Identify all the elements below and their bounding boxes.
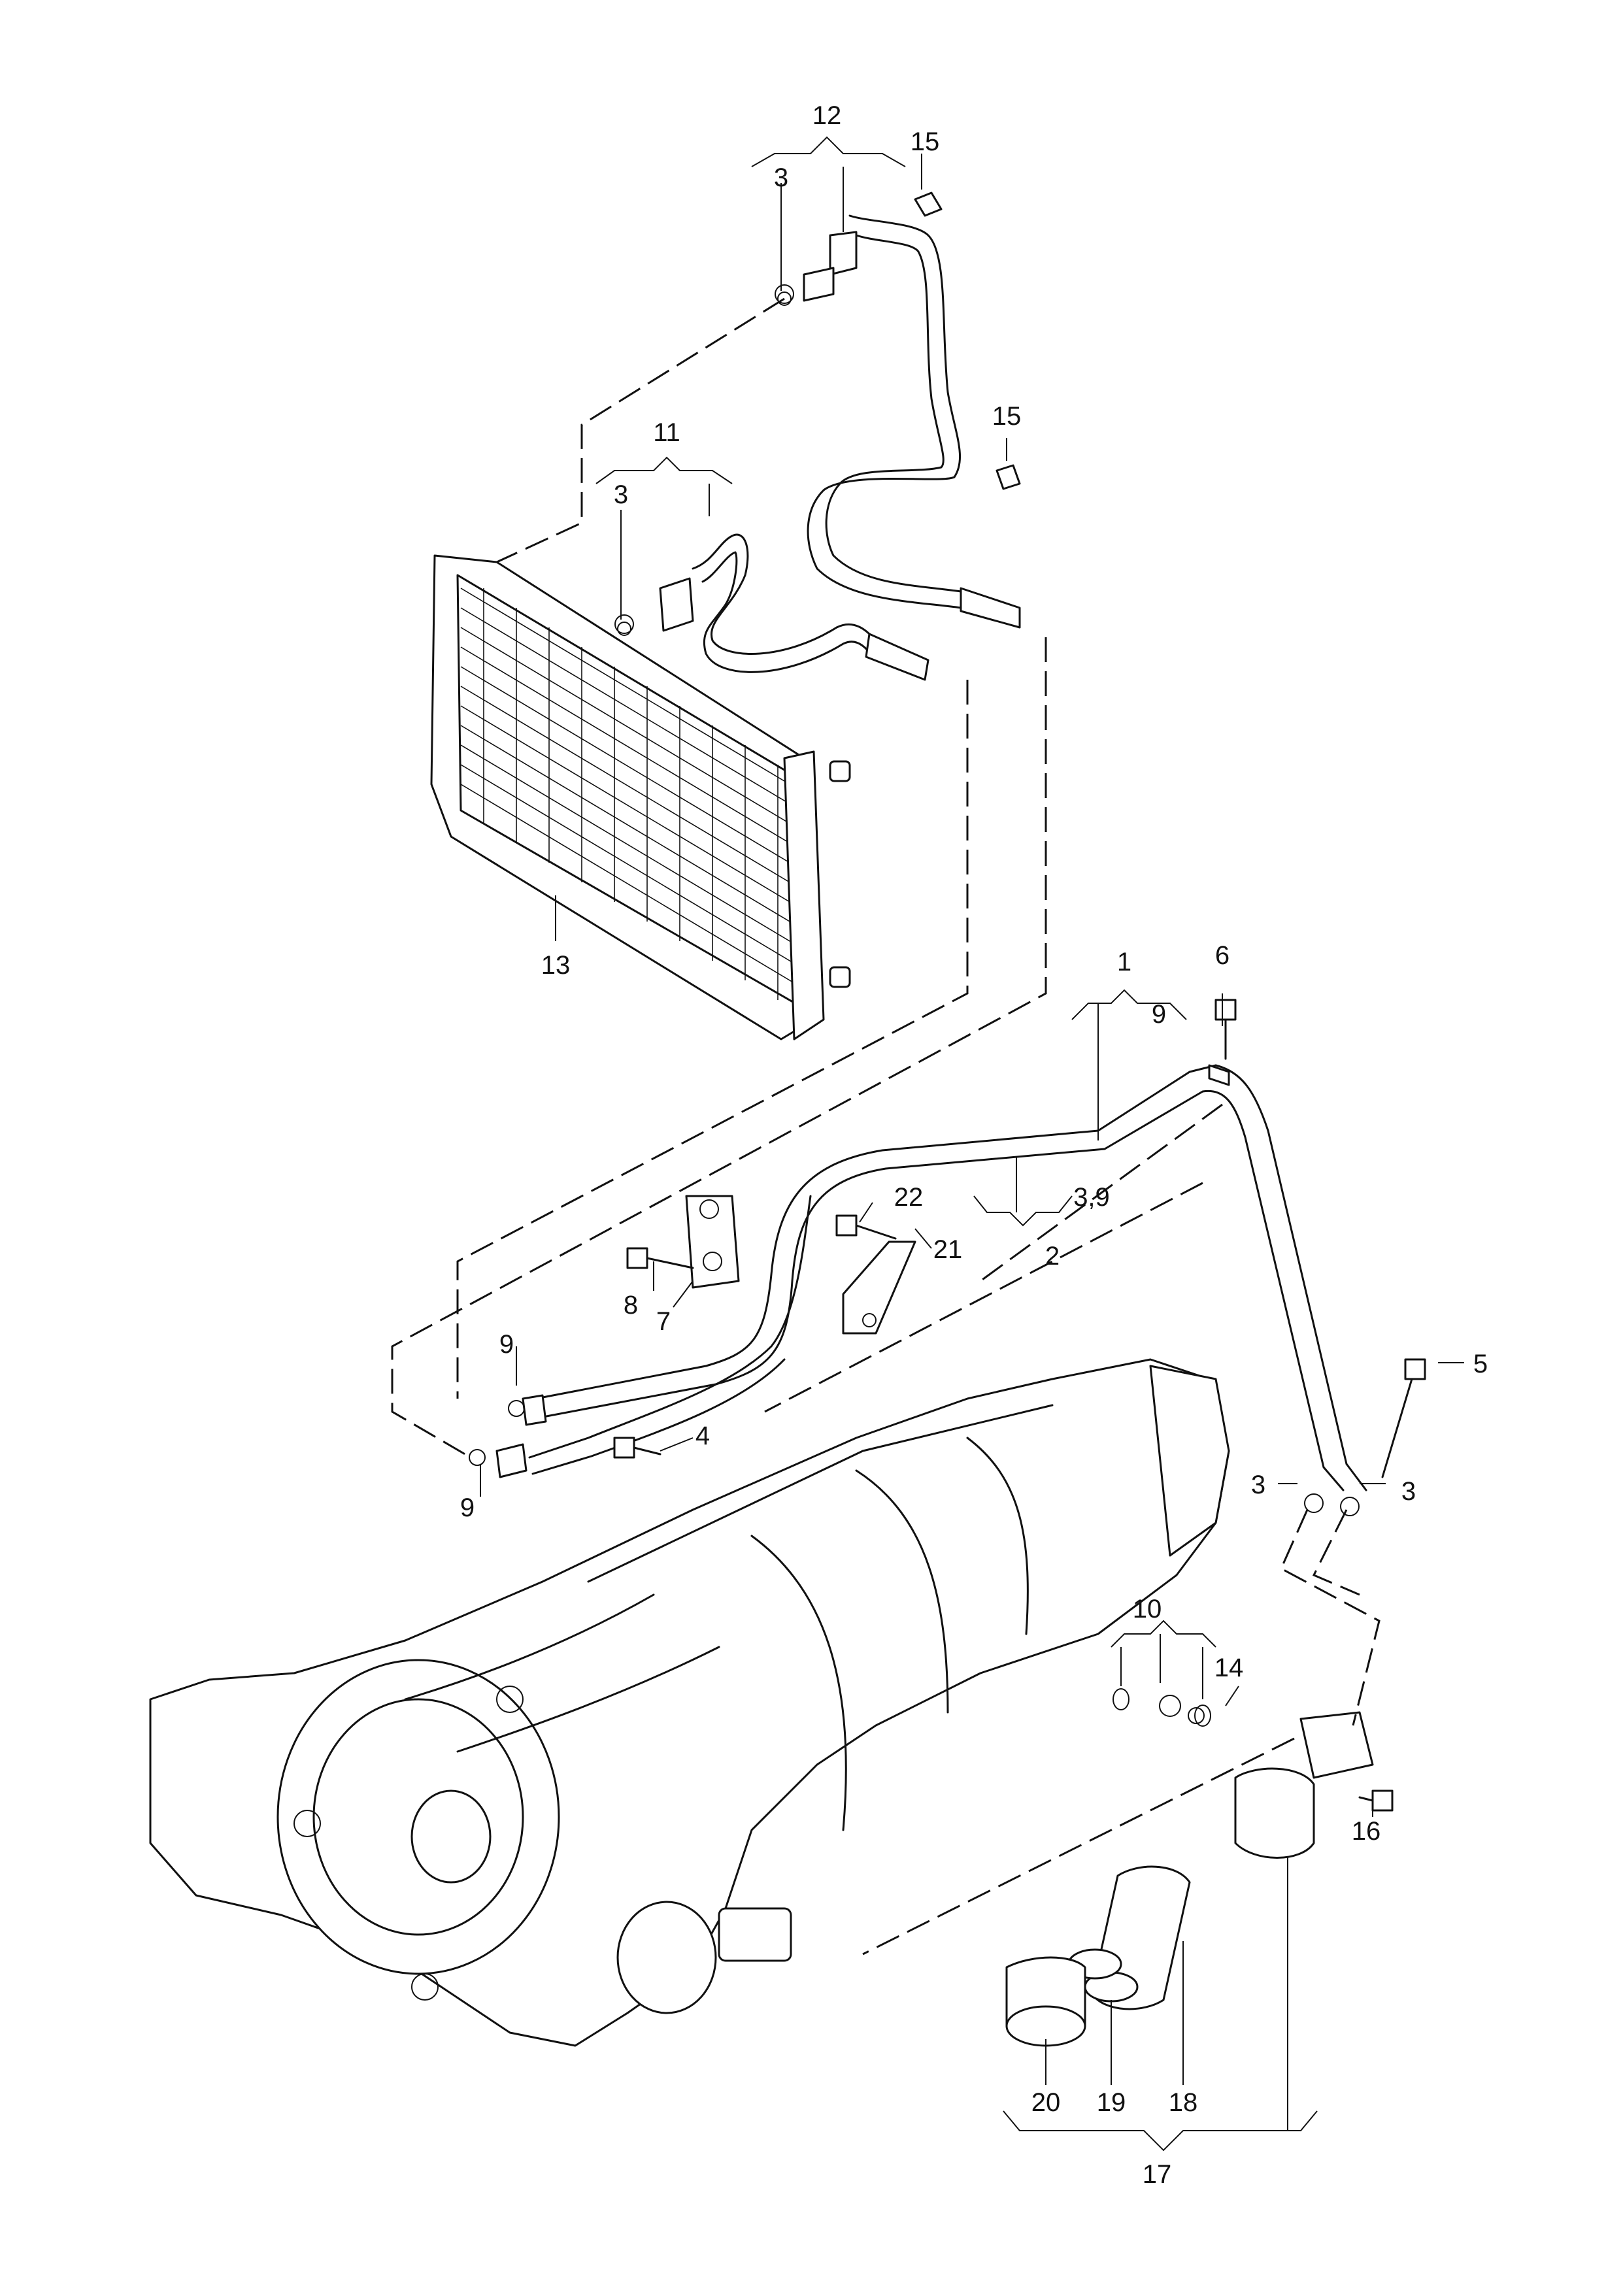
leader-lines: [480, 136, 1464, 2152]
filter-assembly: [1005, 1695, 1374, 2047]
callout-15: 15: [992, 402, 1022, 431]
callout-9: 9: [460, 1493, 475, 1522]
callout-3: 3: [774, 163, 788, 192]
callout-1: 1: [1117, 948, 1131, 976]
callout-11: 11: [653, 418, 680, 447]
callout-3: 3: [1251, 1471, 1265, 1499]
callout-18: 18: [1169, 2088, 1198, 2117]
fasteners: [469, 191, 1426, 1812]
lower-cooler-pipes: [495, 1064, 1367, 1491]
oil-cooler-radiator: [430, 554, 851, 1040]
callout-9: 9: [499, 1330, 514, 1359]
callout-22: 22: [894, 1183, 924, 1212]
callout-17: 17: [1143, 2160, 1172, 2189]
callout-19: 19: [1097, 2088, 1126, 2117]
callout-5: 5: [1473, 1350, 1488, 1378]
callout-21: 21: [933, 1235, 963, 1264]
callout-20: 20: [1031, 2088, 1061, 2117]
callout-7: 7: [656, 1307, 671, 1336]
callout-3: 3: [614, 480, 628, 509]
upper-cooler-pipes: [614, 214, 1021, 681]
callout-14: 14: [1214, 1654, 1244, 1682]
pipe-brackets: [685, 1195, 916, 1335]
callout-12: 12: [812, 101, 842, 130]
callout-6: 6: [1215, 941, 1230, 970]
callout-15: 15: [911, 127, 940, 156]
callout-10: 10: [1133, 1595, 1162, 1623]
callout-2: 2: [1045, 1242, 1060, 1271]
callout-13: 13: [541, 951, 571, 980]
callout-3: 3: [1401, 1477, 1416, 1506]
callout-3-9: 3,9: [1073, 1183, 1110, 1212]
callout-8: 8: [624, 1291, 638, 1320]
callout-9: 9: [1152, 1000, 1166, 1029]
callout-labels: 12 3 15 11 3 15 13 1 9 6 22 21 3,9 2 8 7…: [460, 101, 1488, 2189]
callout-16: 16: [1352, 1817, 1381, 1846]
transmission-housing: [149, 1358, 1230, 2047]
dashed-connection-lines: [391, 297, 1380, 1955]
callout-4: 4: [695, 1422, 710, 1450]
